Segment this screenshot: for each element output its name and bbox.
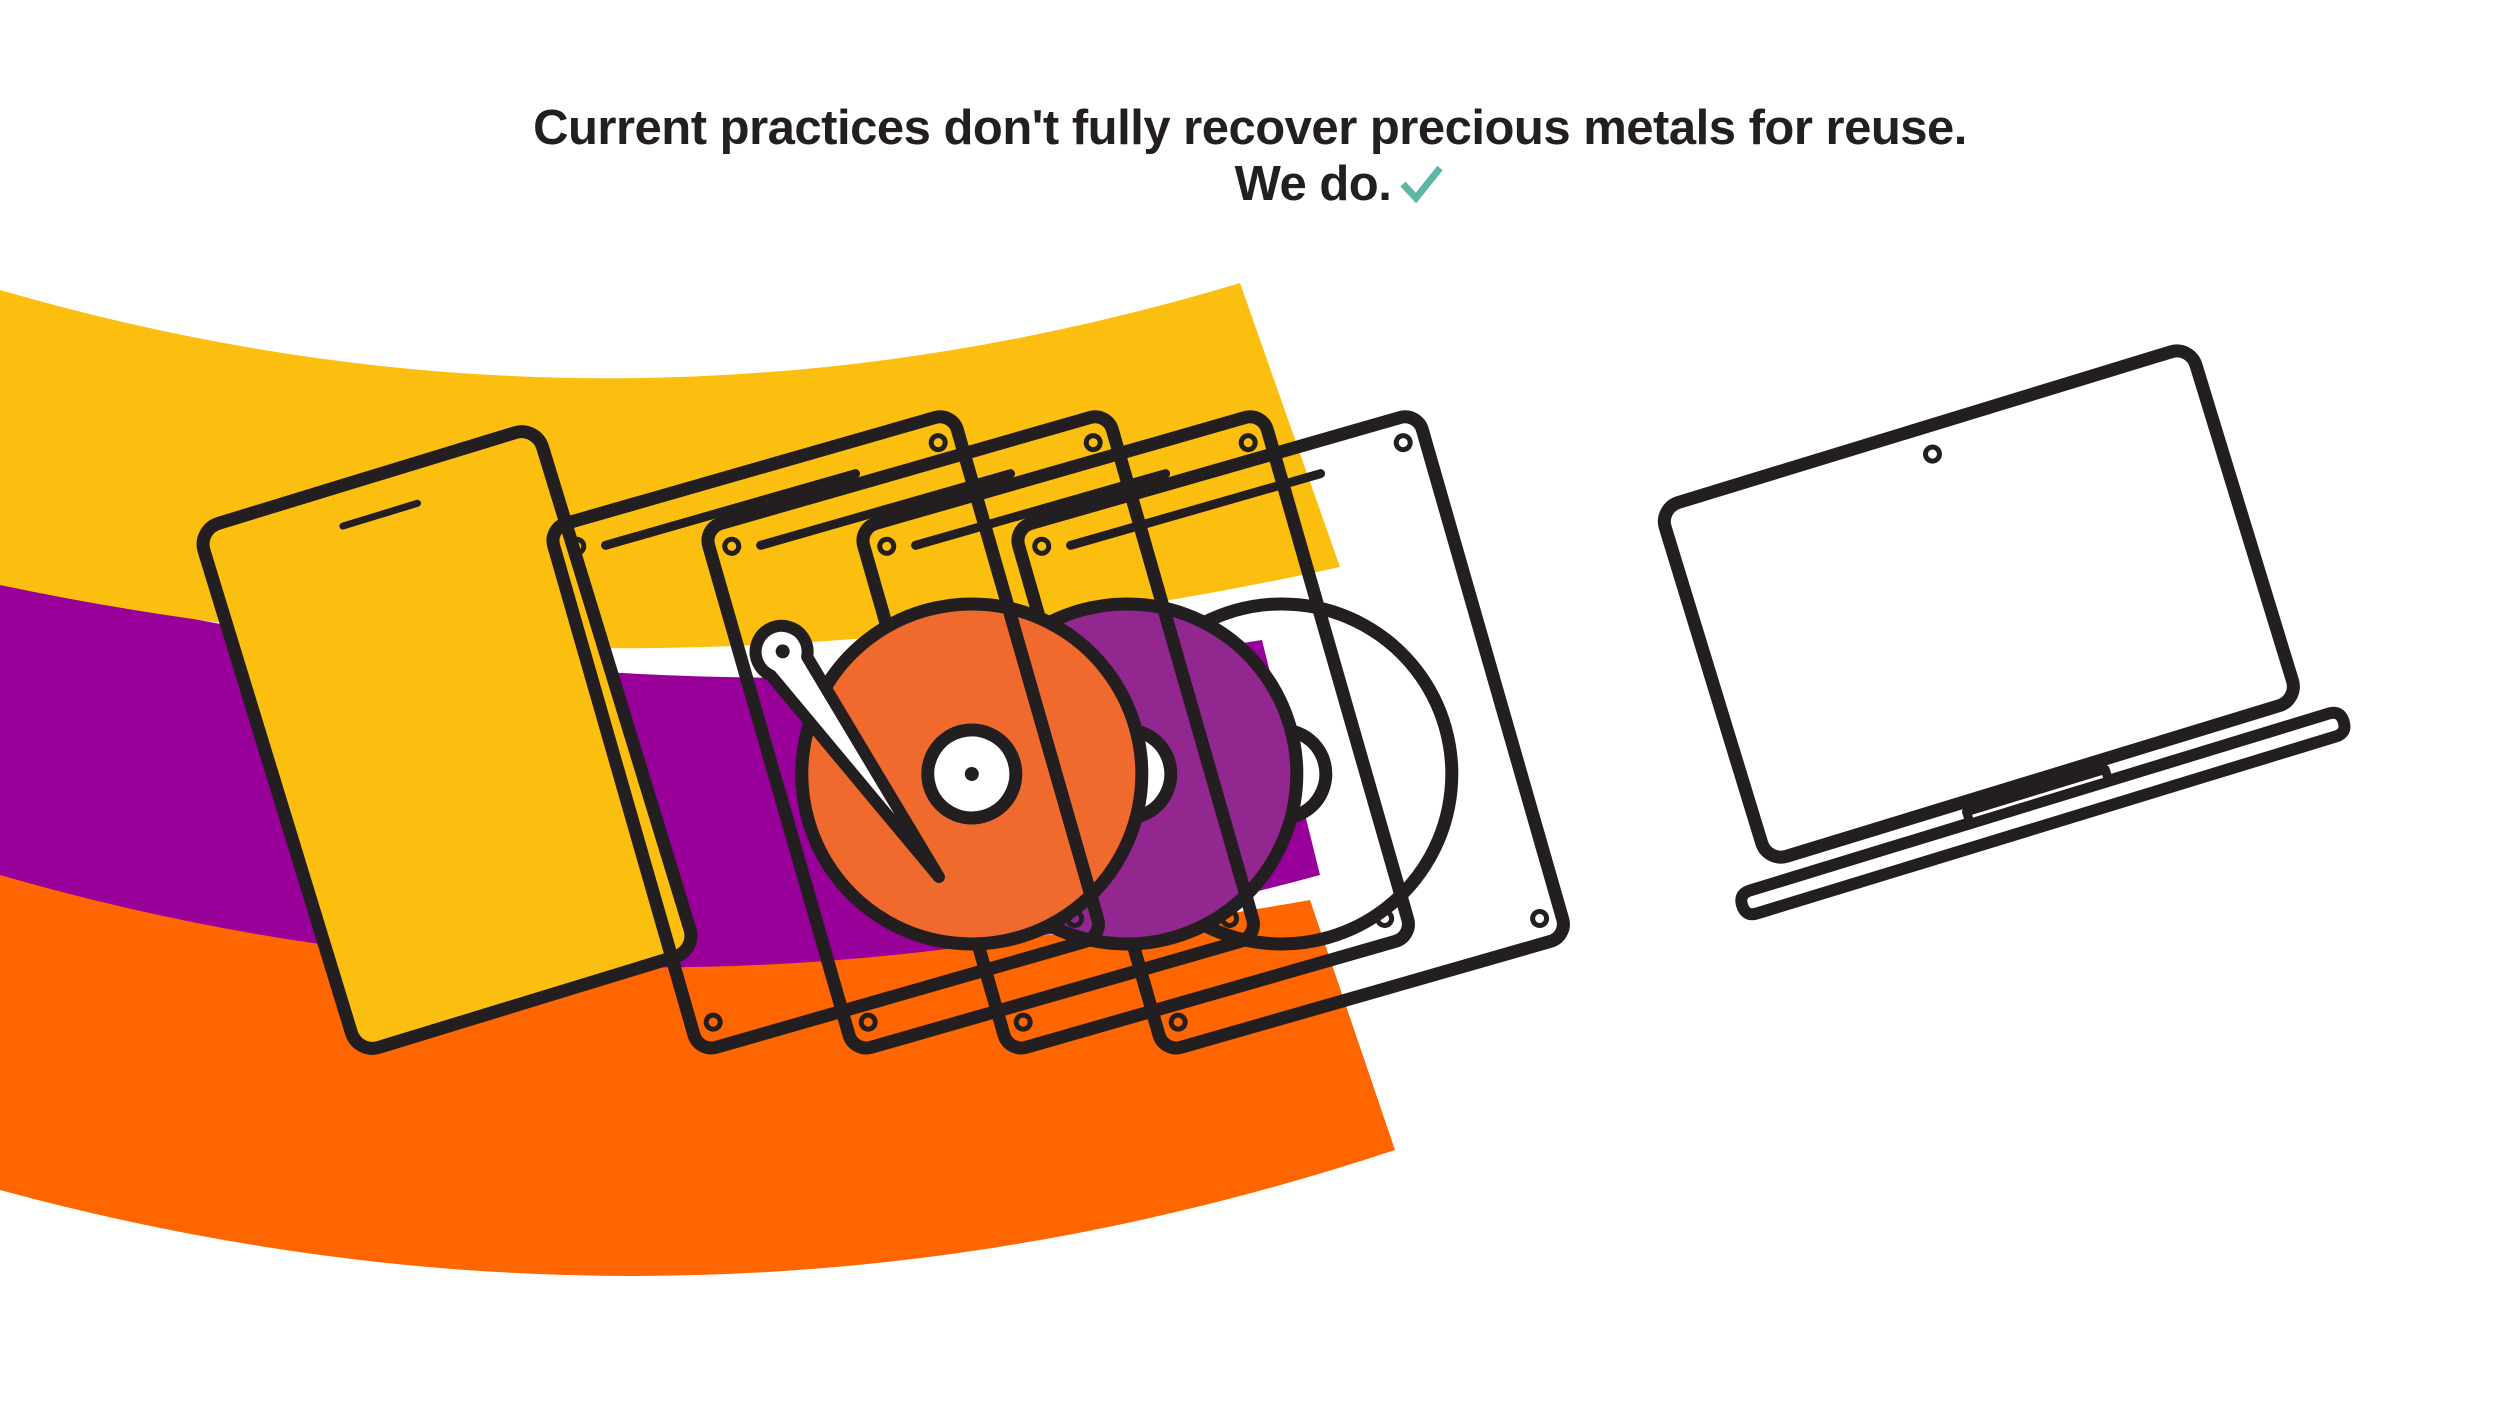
headline: Current practices don't fully recover pr… [0, 100, 2500, 212]
check-icon [1400, 165, 1444, 204]
headline-line-1: Current practices don't fully recover pr… [533, 101, 1967, 155]
hard-drive-icon [701, 410, 1260, 1055]
headline-line-2-wrap: We do. [1235, 156, 1446, 212]
band-yellow [0, 283, 1340, 649]
headline-line-2: We do. [1234, 157, 1392, 211]
laptop-icon [1657, 344, 2351, 921]
hard-drive-icon [546, 410, 1105, 1055]
